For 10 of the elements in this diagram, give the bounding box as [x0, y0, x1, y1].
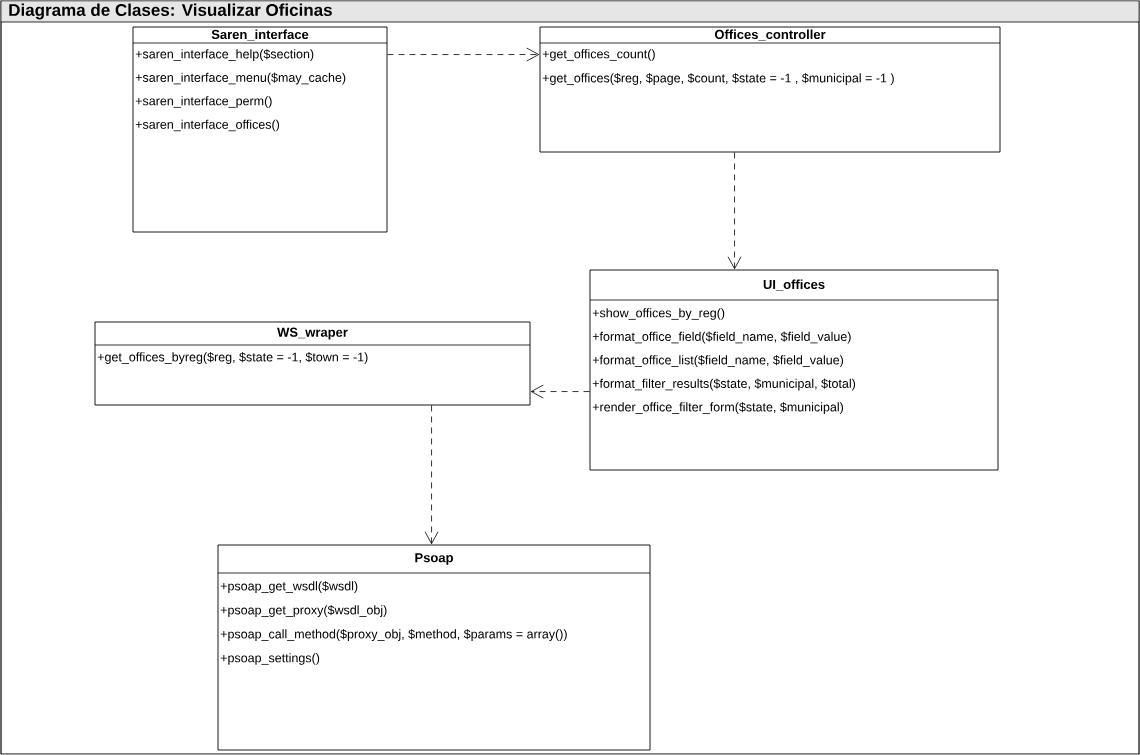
class-box: WS_wraper +get_offices_byreg($reg, $state = -1, $town = -1) [94, 321, 531, 406]
dependency-arrow [424, 405, 439, 545]
dependency-arrow [530, 384, 590, 399]
dependency-arrow [727, 152, 742, 270]
title-bar: Diagrama de Clases: Visualizar Oficinas [0, 1, 1140, 23]
class-box: UI_offices +show_offices_by_reg() +format_office_field($field_name, $field_value) +format_office_list($field_name, $field_value) +format_filter_results($state, $municipal, $total) +render_office_filter_form($state, $municipal) [589, 269, 999, 471]
class-box: Psoap +psoap_get_wsdl($wsdl) +psoap_get_proxy($wsdl_obj) +psoap_call_method($proxy_obj, $method, $params = array()) +psoap_settings() [217, 544, 651, 751]
class-box: Saren_interface +saren_interface_help($section) +saren_interface_menu($may_cache) +saren_interface_perm() +saren_interface_offices() [132, 26, 388, 233]
dependency-arrow [387, 47, 540, 62]
class-box: Offices_controller +get_offices_count() +get_offices($reg, $page, $count, $state = -1 , $municipal = -1 ) [539, 26, 1001, 153]
